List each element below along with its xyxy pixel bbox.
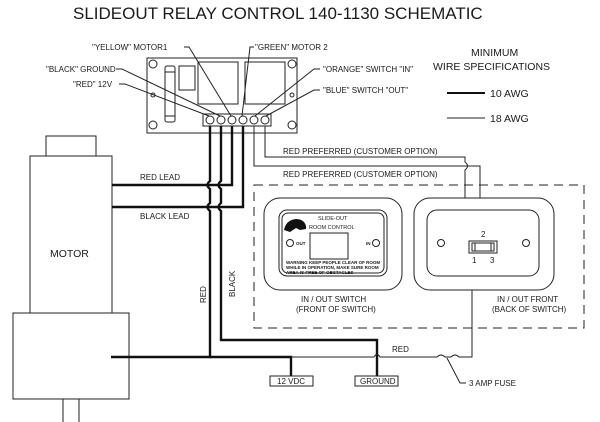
switch-enclosure-outline xyxy=(253,184,585,329)
callout-blue-switch-out: "BLUE" SWITCH "OUT" xyxy=(323,86,408,95)
terminal-2-label: 2 xyxy=(481,230,486,239)
wire-spec-legend: MINIMUM WIRE SPECIFICATIONS 10 AWG 18 AW… xyxy=(433,47,550,125)
callout-red-12v: "RED" 12V xyxy=(73,80,113,89)
red-bottom-label: RED xyxy=(392,345,409,354)
switch-brand-line1: SLIDE-OUT xyxy=(318,216,348,222)
power-red-wire xyxy=(111,126,212,359)
power-12vdc-wire xyxy=(210,355,293,376)
heavy-wiring xyxy=(111,126,379,376)
switch-in-label: IN xyxy=(366,241,371,246)
terminal-ground-label: GROUND xyxy=(360,377,396,386)
switch-terminals xyxy=(468,240,498,254)
terminal-12vdc xyxy=(269,375,314,387)
switch-front-caption-2: (FRONT OF SWITCH) xyxy=(296,305,376,314)
terminal-12vdc-label: 12 VDC xyxy=(277,377,305,386)
mount-hole xyxy=(148,59,158,69)
board-component xyxy=(178,65,196,91)
warning-line-3: AREA IS FREE OF OBSTACLES xyxy=(286,270,354,275)
red-preferred-label-2: RED PREFERRED (CUSTOMER OPTION) xyxy=(283,170,438,179)
motor-body xyxy=(29,155,113,314)
switch-out-wire xyxy=(264,126,468,240)
switch-back-caption-1: IN / OUT FRONT xyxy=(497,295,558,304)
switch-feed-wire xyxy=(291,245,473,358)
mount-hole xyxy=(287,120,297,130)
relay-board xyxy=(146,57,298,134)
mount-hole xyxy=(289,92,295,98)
black-vertical-label: BLACK xyxy=(228,270,237,297)
fuse-leader xyxy=(446,357,466,384)
wire-spec-10awg: 10 AWG xyxy=(490,88,529,100)
switch-back: 2 1 3 IN / OUT FRONT (BACK OF SWITCH) xyxy=(413,197,567,314)
brand-logo-icon xyxy=(284,219,306,232)
callout-yellow-motor1: "YELLOW" MOTOR1 xyxy=(92,43,168,52)
terminal-3-label: 3 xyxy=(490,256,495,265)
wire-spec-heading-2: WIRE SPECIFICATIONS xyxy=(433,61,550,73)
relay-2 xyxy=(244,61,286,105)
switch-front-caption-1: IN / OUT SWITCH xyxy=(301,295,366,304)
fuse-label: 3 AMP FUSE xyxy=(469,379,516,388)
motor-label: MOTOR xyxy=(50,248,89,260)
callout-black-ground: "BLACK" GROUND xyxy=(46,65,116,74)
switch-front: SLIDE-OUT ROOM CONTROL OUT IN WARNING KE… xyxy=(263,197,403,314)
terminal-ground xyxy=(354,375,399,387)
red-lead-label: RED LEAD xyxy=(140,173,180,182)
mount-hole xyxy=(287,59,297,69)
motor-gearbox xyxy=(12,312,130,400)
mount-hole xyxy=(148,120,158,130)
warning-line-2: WHILE IN OPERATION, MAKE SURE ROOM xyxy=(286,265,379,270)
supply-terminals: 12 VDC GROUND xyxy=(269,375,399,387)
diagram-title: SLIDEOUT RELAY CONTROL 140-1130 SCHEMATI… xyxy=(73,4,483,23)
motor: MOTOR xyxy=(12,135,130,422)
terminal-block xyxy=(202,113,272,127)
wire-spec-heading-1: MINIMUM xyxy=(471,47,518,59)
switch-brand-line2: ROOM CONTROL xyxy=(309,225,355,231)
motor-red-lead-wire xyxy=(112,126,234,187)
in-indicator-icon xyxy=(372,239,380,247)
terminal-1-label: 1 xyxy=(472,256,477,265)
wire-spec-18awg: 18 AWG xyxy=(490,113,529,125)
motor-cap xyxy=(45,135,97,157)
callout-green-motor2: "GREEN" MOTOR 2 xyxy=(255,43,328,52)
mount-hole xyxy=(522,239,530,247)
red-preferred-label-1: RED PREFERRED (CUSTOMER OPTION) xyxy=(283,147,438,156)
rocker-button xyxy=(309,232,349,260)
switch-back-caption-2: (BACK OF SWITCH) xyxy=(492,305,567,314)
black-lead-label: BLACK LEAD xyxy=(140,212,190,221)
relay-callouts: "YELLOW" MOTOR1 "GREEN" MOTOR 2 "BLACK" … xyxy=(46,43,413,117)
motor-black-lead-wire xyxy=(112,126,245,209)
warning-line-1: WARNING KEEP PEOPLE CLEAR OF ROOM xyxy=(286,260,380,265)
callout-orange-switch-in: "ORANGE" SWITCH "IN" xyxy=(323,65,413,74)
red-vertical-label: RED xyxy=(199,286,208,303)
ground-black-wire xyxy=(217,126,379,376)
out-indicator-icon xyxy=(286,239,294,247)
relay-1 xyxy=(197,61,239,105)
switch-out-label: OUT xyxy=(296,241,306,246)
mount-hole xyxy=(437,239,445,247)
